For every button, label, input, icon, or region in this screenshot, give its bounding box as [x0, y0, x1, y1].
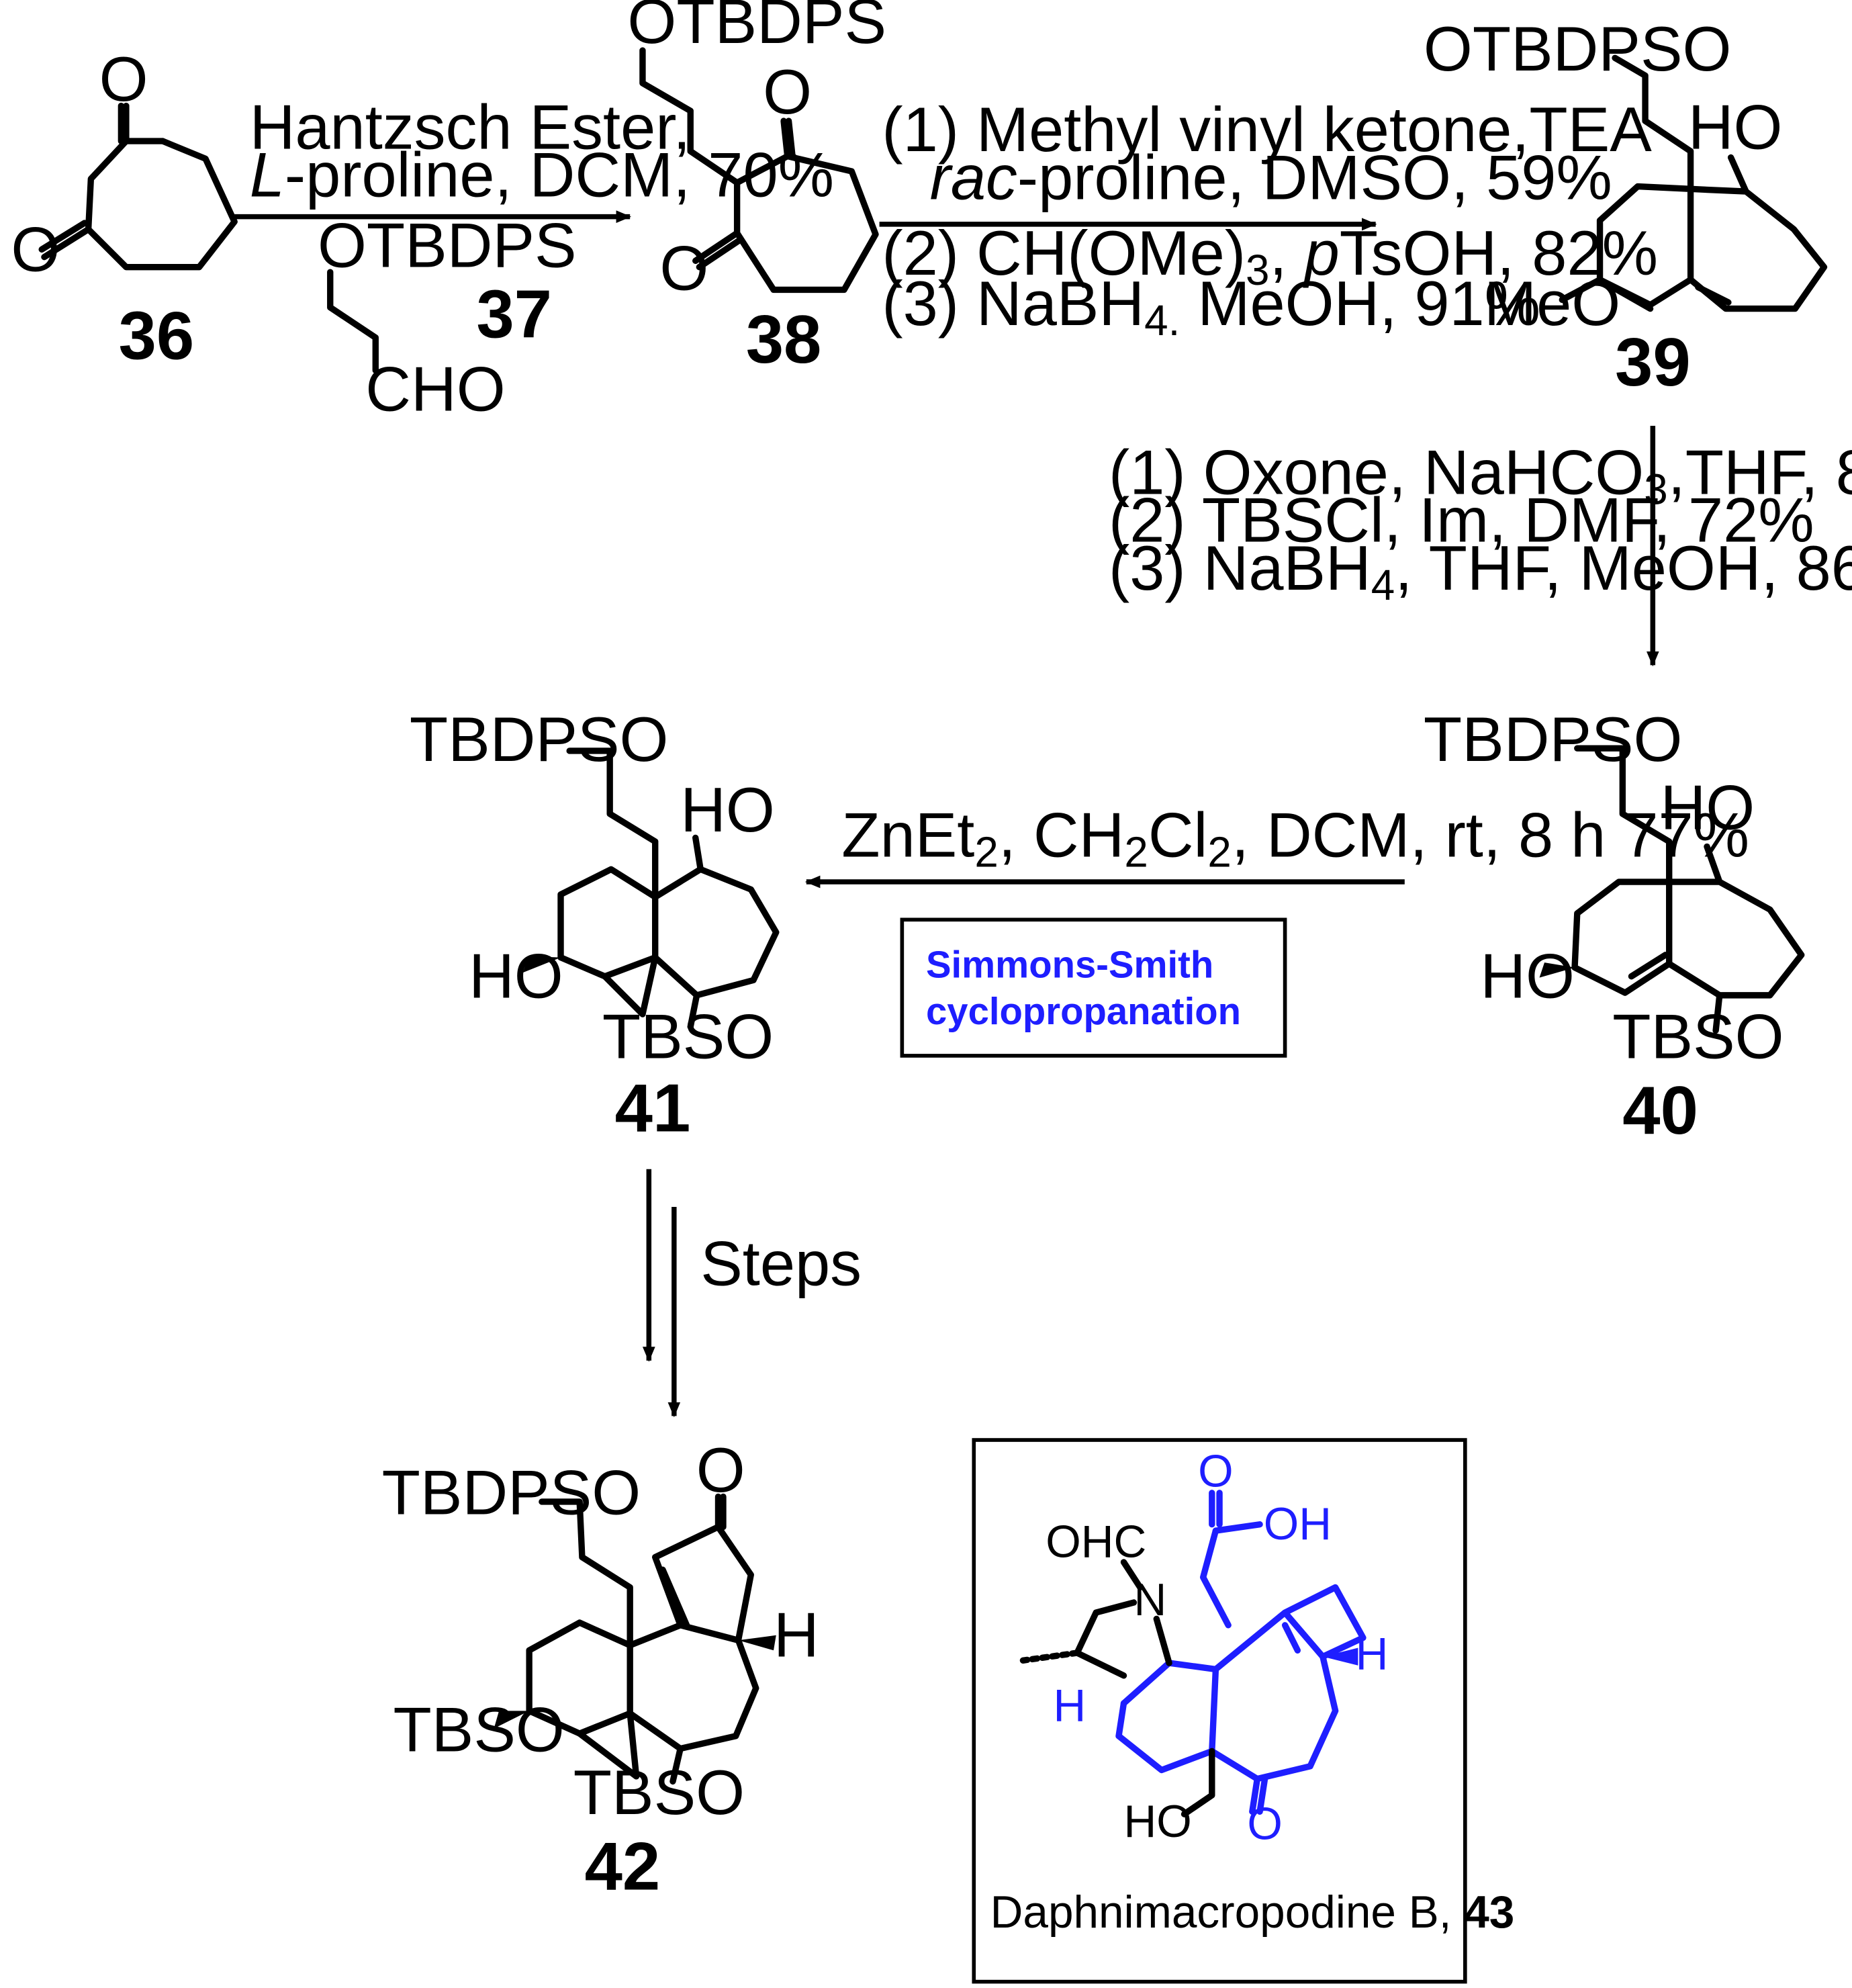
c2l4-post: MeOH, 91% [1180, 268, 1540, 338]
reagent-37-cho: CHO [365, 354, 505, 424]
conditions-1-italic: L [250, 140, 285, 210]
compound-42-carbonyl-o: O [696, 1435, 745, 1505]
highlight-line-1: Simmons-Smith [926, 944, 1213, 986]
highlight-line-2: cyclopropanation [926, 990, 1241, 1032]
compound-number-36: 36 [119, 298, 195, 374]
conditions-2-line-2: rac-proline, DMSO, 59% [930, 142, 1612, 212]
compound-number-41: 41 [615, 1070, 691, 1146]
compound-43-name-text: Daphnimacropodine B, [990, 1887, 1465, 1938]
conditions-3-line-1: (1) Oxone, NaHCO3,THF, 85% [1109, 437, 1852, 513]
compound-number-42: 42 [585, 1829, 661, 1905]
c4-sub2: 2 [1124, 828, 1148, 876]
c4-sub1: 2 [974, 828, 998, 876]
compound-42-tbdpso: TBDPSO [382, 1457, 641, 1528]
compound-43-oh: OH [1264, 1499, 1332, 1549]
compound-number-37: 37 [476, 277, 552, 353]
conditions-2-line-4: (3) NaBH4. MeOH, 91% [882, 268, 1540, 345]
compound-42: TBDPSO O H TBSO TBSO 42 [382, 1435, 819, 1905]
compound-43-name: Daphnimacropodine B, 43 [990, 1887, 1515, 1938]
compound-39-otbdpso: OTBDPSO [1424, 13, 1731, 84]
compound-43-carbonyl-o-bottom: O [1247, 1799, 1283, 1850]
c4-mid2: Cl [1148, 800, 1208, 870]
c2l3-mid: , [1270, 218, 1305, 288]
compound-38: OTBDPS O O 38 [627, 0, 886, 377]
c4-post: , DCM, rt, 8 h 77% [1232, 800, 1749, 870]
conditions-1-line-2: L-proline, DCM, 70% [250, 140, 834, 210]
compound-41-ho-bottom: HO [469, 941, 563, 1011]
c4-pre: ZnEt [841, 800, 974, 870]
compound-number-38: 38 [746, 302, 822, 377]
compound-43-ho: HO [1123, 1797, 1191, 1847]
compound-40-tbdpso: TBDPSO [1424, 704, 1683, 774]
compound-number-43: 43 [1464, 1887, 1514, 1938]
conditions-3-line-2: (2) TBSCl, Im, DMF, 72% [1109, 485, 1814, 555]
c2l3-italic: p [1303, 218, 1340, 288]
c3l1-sub: 3 [1644, 465, 1667, 513]
conditions-step-1: Hantzsch Ester, L-proline, DCM, 70% [250, 91, 834, 210]
compound-42-h: H [774, 1600, 819, 1670]
compound-40-tbso: TBSO [1612, 1001, 1784, 1072]
c3l1-post: ,THF, 85% [1668, 437, 1852, 507]
compound-40: TBDPSO HO HO TBSO 40 [1424, 704, 1805, 1148]
compound-43-ohc: OHC [1046, 1517, 1146, 1567]
conditions-2-italic: rac [930, 142, 1017, 212]
compound-39: OTBDPSO HO MeO 39 [1424, 13, 1828, 400]
conditions-step-3: (1) Oxone, NaHCO3,THF, 85% (2) TBSCl, Im… [1109, 437, 1852, 609]
compound-43-h-left: H [1053, 1680, 1086, 1731]
c4-sub3: 2 [1207, 828, 1231, 876]
conditions-step-2: (1) Methyl vinyl ketone,TEA rac-proline,… [882, 94, 1658, 345]
compound-41-tbdpso: TBDPSO [410, 704, 669, 774]
c3l1-pre: (1) Oxone, NaHCO [1109, 437, 1644, 507]
compound-43-box: O OH H H O OHC N HO Daphnimacropodine B,… [972, 1438, 1515, 1984]
carbonyl-o-38b: O [659, 232, 708, 303]
reagent-37-otbdps: OTBDPS [318, 210, 577, 281]
conditions-4: ZnEt2, CH2Cl2, DCM, rt, 8 h 77% [841, 800, 1749, 876]
c3l3-post: , THF, MeOH, 86 % [1395, 533, 1852, 603]
conditions-5: Steps [700, 1228, 862, 1298]
c4-mid1: , CH [999, 800, 1125, 870]
c2l4-pre: (3) NaBH [882, 268, 1144, 338]
compound-43-carbonyl-o-top: O [1198, 1446, 1234, 1496]
c3l3-pre: (3) NaBH [1109, 533, 1371, 603]
conditions-1-rest: -proline, DCM, 70% [285, 140, 834, 210]
c2l4-sub: 4. [1144, 296, 1180, 345]
conditions-3-line-3: (3) NaBH4, THF, MeOH, 86 % [1109, 533, 1852, 609]
conditions-1-line-1: Hantzsch Ester, [250, 91, 691, 162]
conditions-2-line-3: (2) CH(OMe)3, pTsOH, 82% [882, 218, 1658, 294]
compound-39-ho: HO [1688, 91, 1783, 162]
compound-41-ho-top: HO [680, 774, 775, 845]
c2l3-pre: (2) CH(OMe) [882, 218, 1246, 288]
compound-number-39: 39 [1615, 324, 1691, 400]
compound-40-ho-bottom: HO [1480, 941, 1575, 1011]
compound-43-n: N [1134, 1575, 1167, 1625]
carbonyl-o-36b: O [11, 214, 60, 284]
compound-42-tbso-left: TBSO [393, 1694, 565, 1764]
compound-43-h-right: H [1356, 1629, 1389, 1679]
compound-39-meo: MeO [1484, 268, 1620, 338]
simmons-smith-box: Simmons-Smith cyclopropanation [900, 917, 1287, 1058]
compound-40-ho-top: HO [1661, 772, 1755, 842]
conditions-2-rest: -proline, DMSO, 59% [1017, 142, 1612, 212]
compound-41: TBDPSO HO HO TBSO 41 [410, 704, 780, 1146]
compound-37: OTBDPS CHO 37 [318, 210, 577, 424]
carbonyl-o-36a: O [99, 44, 148, 114]
carbonyl-o-38a: O [763, 56, 812, 127]
compound-36: O O 36 [11, 44, 238, 374]
compound-38-otbdps: OTBDPS [627, 0, 886, 56]
compound-42-tbso-bottom: TBSO [573, 1757, 745, 1827]
c2l3-sub: 3 [1246, 246, 1269, 294]
conditions-2-line-1: (1) Methyl vinyl ketone,TEA [882, 94, 1652, 165]
c2l3-post: TsOH, 82% [1340, 218, 1658, 288]
c3l3-sub: 4 [1371, 561, 1395, 609]
compound-number-40: 40 [1622, 1073, 1698, 1148]
compound-41-tbso: TBSO [602, 1001, 774, 1072]
